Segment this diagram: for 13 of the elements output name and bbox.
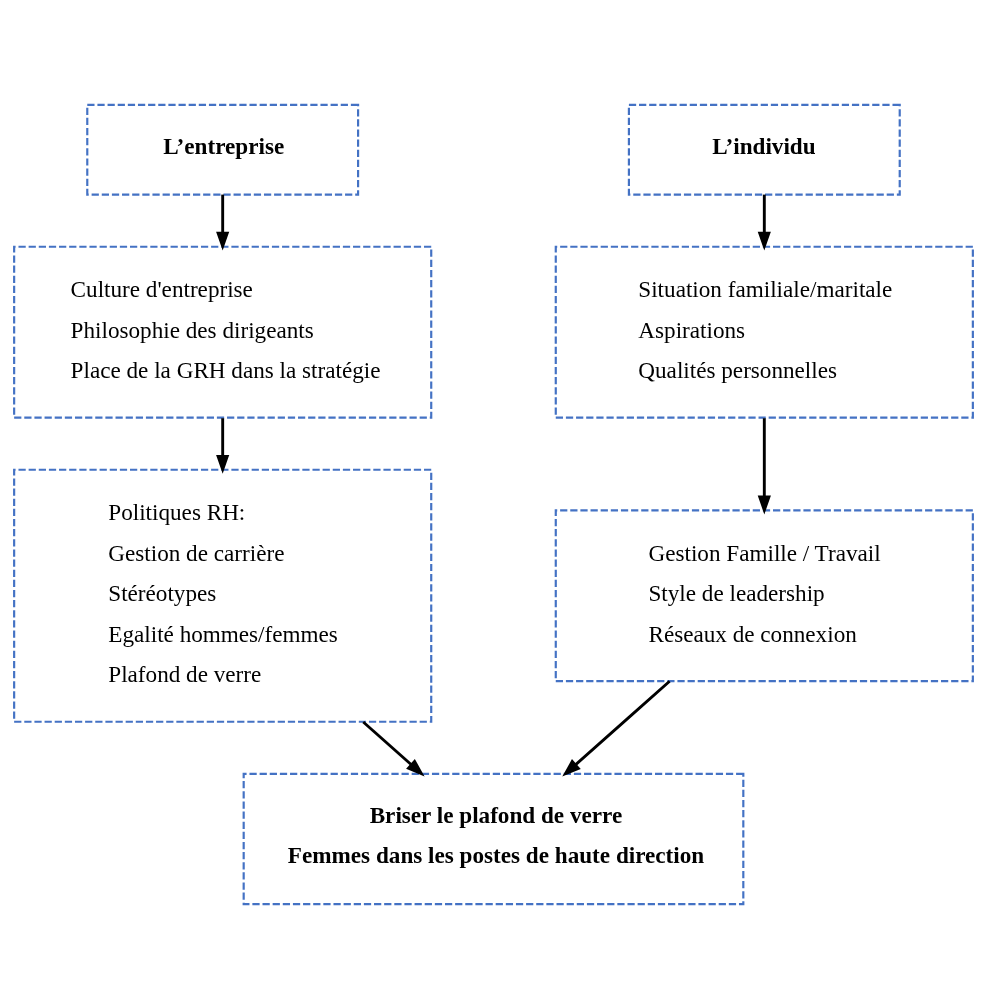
arrow <box>216 194 230 251</box>
node-box: Politiques RH: Gestion de carrière Stéréotypes Egalité hommes/femmes Plafond de verre <box>13 468 433 723</box>
arrow <box>757 194 771 251</box>
node-box: Briser le plafond de verre Femmes dans les postes de haute direction <box>242 772 745 905</box>
arrow <box>362 720 425 776</box>
arrow <box>216 417 230 474</box>
node-box: L’entreprise <box>86 103 360 196</box>
arrow <box>757 417 771 514</box>
node-box: Culture d'entreprise Philosophie des dirigeants Place de la GRH dans la stratégie <box>13 245 433 419</box>
arrow <box>562 679 671 777</box>
node-box: Gestion Famille / Travail Style de leadership Réseaux de connexion <box>554 508 974 682</box>
node-box: L’individu <box>627 103 901 196</box>
node-box: Situation familiale/maritale Aspirations Qualités personnelles <box>554 245 974 419</box>
